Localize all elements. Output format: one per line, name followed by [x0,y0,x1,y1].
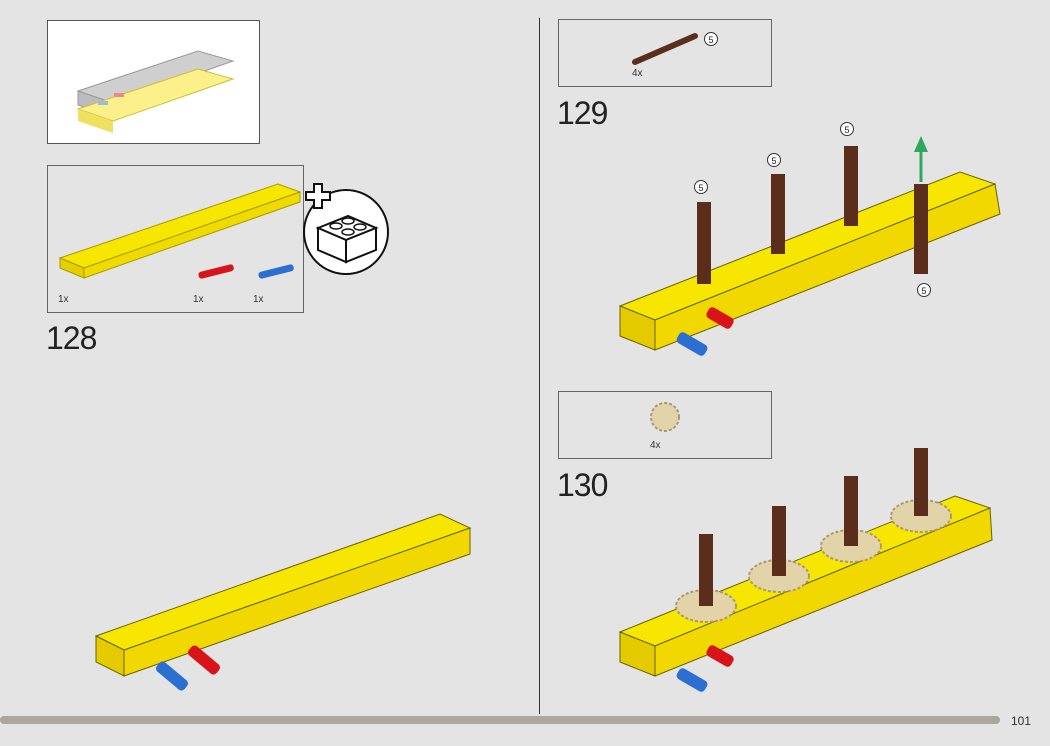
step-number-129: 129 [557,95,608,131]
red-pin [187,645,221,675]
axle-callout-1: 5 [694,180,708,194]
axle-callout-2: 5 [767,153,781,167]
axle-length-callout: 5 [704,32,718,46]
red-pin-part [198,264,234,279]
tan-gear-part [650,402,680,432]
axle-callout-3: 5 [840,122,854,136]
yellow-beam-part [58,183,302,279]
blue-pin-quantity: 1x [253,294,264,305]
step-130-parts-box: 4x [558,391,772,459]
step-129-parts-box: 5 4x [558,19,772,87]
parts-illustration [58,183,302,279]
blue-pin-part [258,264,294,279]
overview-thumbnail [47,20,260,144]
red-pin-quantity: 1x [193,294,204,305]
page-divider [539,18,540,714]
step-number-130: 130 [557,467,608,503]
step-number-128: 128 [46,320,97,356]
step-129-model [618,136,1001,356]
blue-pin [155,661,189,691]
step-128-parts-box: 1x 1x 1x [47,165,304,313]
step-128-model [94,513,472,691]
page-number: 101 [1011,714,1032,728]
gear-quantity: 4x [650,440,661,451]
up-arrow-icon [914,136,928,182]
beam-quantity: 1x [58,294,69,305]
overview-model-illustration [76,50,235,133]
add-brick-icon [303,183,389,275]
axle-quantity: 4x [632,68,643,79]
step-130-model [618,448,993,692]
brown-axle-part [632,33,698,65]
axle-callout-4: 5 [917,283,931,297]
page-progress-bar [0,716,1000,724]
